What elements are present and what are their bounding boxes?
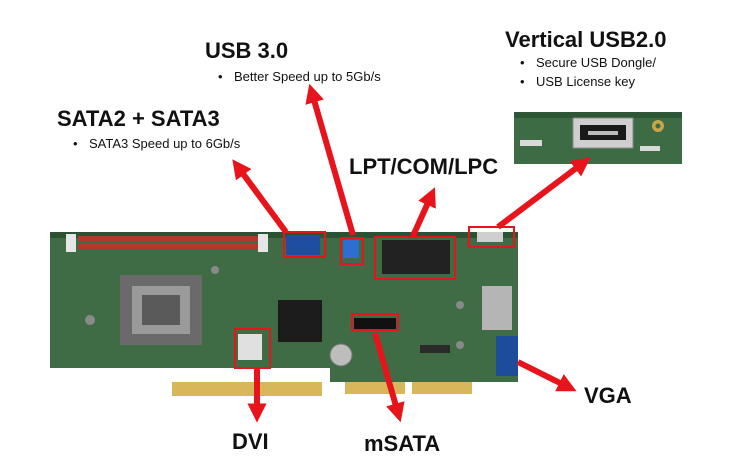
dvi-label: DVI xyxy=(232,429,269,454)
motherboard-photo xyxy=(50,232,518,396)
highlight-box-usb3 xyxy=(340,237,364,265)
msata-label: mSATA xyxy=(364,431,441,456)
highlight-box-msata xyxy=(351,313,399,331)
usb3-bullet: Better Speed up to 5Gb/s xyxy=(218,69,381,84)
arrow-msata xyxy=(372,332,405,423)
vertical-usb-bullet-2: USB License key xyxy=(520,74,635,89)
vertical-usb-title: Vertical USB2.0 xyxy=(505,27,667,52)
sata-title: SATA2 + SATA3 xyxy=(57,106,220,131)
highlight-box-sata xyxy=(283,231,326,258)
lpt-com-lpc-title: LPT/COM/LPC xyxy=(349,154,499,179)
arrow-vertical-usb xyxy=(496,157,591,230)
arrow-vga xyxy=(516,359,577,392)
usb3-title: USB 3.0 xyxy=(205,38,289,63)
vga-label: VGA xyxy=(584,383,632,408)
vertical-usb-inset-photo xyxy=(514,112,682,164)
arrow-usb3 xyxy=(305,83,356,236)
highlight-box-lpt-com-lpc xyxy=(374,236,456,280)
sata-bullet: SATA3 Speed up to 6Gb/s xyxy=(73,136,240,151)
vertical-usb-bullet-1: Secure USB Dongle/ xyxy=(520,55,656,70)
arrow-sata xyxy=(232,159,289,234)
arrow-lpt-com-lpc xyxy=(410,187,436,238)
highlight-box-dvi xyxy=(234,328,271,369)
highlight-box-vertical-usb xyxy=(468,226,515,248)
